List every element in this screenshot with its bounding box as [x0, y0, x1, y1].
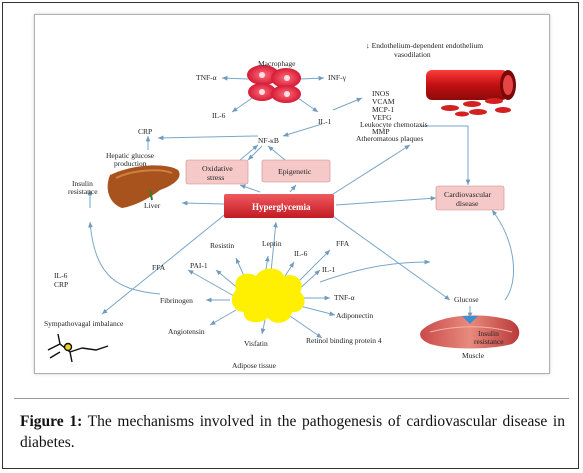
caption-label: Figure 1:: [20, 413, 83, 430]
label-liver: Liver: [144, 201, 161, 210]
label-epigenetic: Epigenetic: [278, 167, 312, 176]
muscle-image: [420, 315, 520, 349]
caption-separator: [14, 398, 569, 399]
label-pai1: PAI-1: [190, 261, 208, 270]
label-sympathovagal: Sympathovagal imbalance: [44, 319, 124, 328]
label-insulin-resistance-2: resistance: [68, 187, 98, 196]
label-endothelium: ↓ Endothelium-dependent endothelium: [366, 41, 483, 50]
label-oxidative: Oxidative: [202, 164, 233, 173]
label-mmp: MMP: [372, 127, 390, 136]
cardiovascular-disease-box: [435, 185, 505, 211]
label-visfatin: Visfatin: [244, 339, 268, 348]
neuron-image: [47, 333, 109, 363]
label-leptin: Leptin: [262, 239, 282, 248]
label-disease: disease: [456, 199, 479, 208]
label-resistin: Resistin: [210, 241, 234, 250]
label-fibrinogen: Fibrinogen: [160, 296, 193, 305]
diagram-labels: Macrophage TNF-α INF-γ IL-6 IL-1 ↓ Endot…: [44, 41, 504, 370]
label-atheromatous: Atheromatous plaques: [356, 134, 423, 143]
label-il1-top: IL-1: [318, 117, 332, 126]
label-ffa-right: FFA: [336, 239, 350, 248]
label-crp-left: CRP: [54, 280, 68, 289]
label-adipose-tissue: Adipose tissue: [232, 361, 277, 370]
label-nfkb: NF-κB: [258, 136, 279, 145]
label-macrophage: Macrophage: [258, 59, 296, 68]
label-tnf-mid: TNF-α: [334, 293, 355, 302]
figure-caption: Figure 1: The mechanisms involved in the…: [20, 411, 565, 453]
label-vasodilation: vasodilation: [394, 50, 431, 59]
label-angiotensin: Angiotensin: [168, 327, 205, 336]
liver-image: [107, 165, 180, 208]
epigenetic-box: [261, 159, 331, 183]
label-muscle: Muscle: [462, 351, 485, 360]
label-rbp4: Retinol binding protein 4: [306, 336, 382, 345]
hyperglycemia-box: [224, 194, 334, 218]
label-stress: stress: [207, 173, 224, 182]
label-mcp1: MCP-1: [372, 105, 394, 114]
label-leukocyte: Leukocyte chemotaxis: [360, 120, 428, 129]
label-il1-mid: IL-1: [322, 265, 336, 274]
label-insulin-muscle-2: resistance: [474, 337, 504, 346]
connector-arrows: [87, 75, 515, 339]
label-glucose: Glucose: [454, 295, 479, 304]
label-il6-top: IL-6: [212, 111, 226, 120]
label-insulin-muscle-1: Insulin: [478, 329, 499, 338]
label-cardiovascular: Cardiovascular: [444, 190, 492, 199]
caption-text: The mechanisms involved in the pathogene…: [20, 413, 565, 451]
adipose-tissue-blob: [231, 268, 305, 323]
label-crp-top: CRP: [138, 127, 152, 136]
label-il6-mid: IL-6: [294, 249, 308, 258]
label-tnf-alpha: TNF-α: [196, 73, 217, 82]
label-il6-left: IL-6: [54, 271, 68, 280]
blood-vessel: [426, 70, 516, 117]
label-insulin-resistance-1: Insulin: [72, 179, 93, 188]
oxidative-stress-box: [185, 159, 249, 185]
label-inos: INOS: [372, 89, 390, 98]
label-production: production: [114, 159, 147, 168]
macrophage-cells: [247, 65, 301, 103]
label-inf-gamma: INF-γ: [328, 73, 347, 82]
label-vefg: VEFG: [372, 113, 392, 122]
label-adiponectin: Adiponectin: [336, 311, 373, 320]
label-ffa-left: FFA: [152, 263, 166, 272]
label-hyperglycemia: Hyperglycemia: [252, 202, 311, 212]
label-vcam: VCAM: [372, 97, 395, 106]
label-hepatic-glucose: Hepatic glucose: [106, 151, 155, 160]
